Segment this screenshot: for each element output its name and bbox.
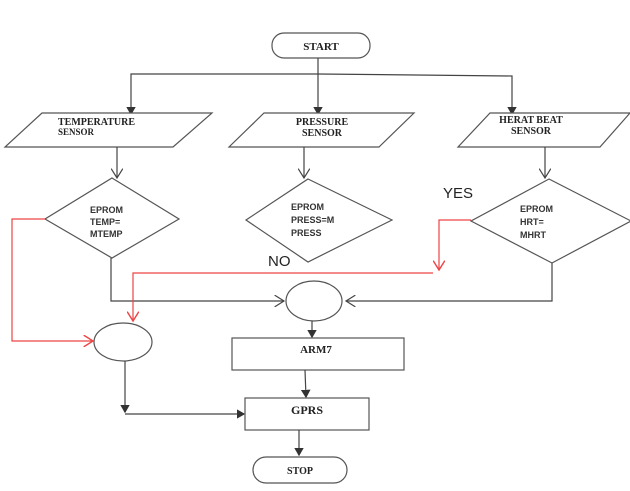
pressure-sensor-line1: PRESSURE bbox=[296, 117, 349, 128]
junction-circle-center bbox=[285, 280, 343, 322]
temperature-sensor-input: TEMPERATURE SENSOR bbox=[3, 112, 214, 148]
temperature-decision: EPROM TEMP= MTEMP bbox=[43, 177, 181, 259]
arm7-process: ARM7 bbox=[231, 337, 405, 371]
no-label: NO bbox=[268, 253, 291, 270]
heart-beat-sensor-line1: HERAT BEAT bbox=[499, 115, 563, 126]
heart-beat-decision: EPROM HRT= MHRT bbox=[469, 178, 630, 264]
stop-terminal: STOP bbox=[252, 456, 348, 484]
gprs-label: GPRS bbox=[291, 403, 323, 417]
heart-beat-decision-line3: MHRT bbox=[520, 230, 546, 240]
connector-to-temp bbox=[126, 73, 318, 116]
pressure-decision: EPROM PRESS=M PRESS bbox=[244, 178, 394, 263]
temperature-sensor-line1: TEMPERATURE bbox=[58, 117, 135, 128]
heart-beat-decision-line1: EPROM bbox=[520, 204, 553, 214]
arm7-label: ARM7 bbox=[300, 344, 332, 356]
heart-beat-sensor-line2: SENSOR bbox=[511, 126, 552, 137]
connector-temp-decision-to-junction bbox=[110, 258, 284, 301]
connector-to-heart bbox=[317, 73, 517, 116]
temperature-decision-line3: MTEMP bbox=[90, 229, 123, 239]
junction-circle-left bbox=[93, 322, 153, 362]
pressure-sensor-line2: SENSOR bbox=[302, 128, 343, 139]
heart-beat-sensor-input: HERAT BEAT SENSOR bbox=[456, 112, 630, 148]
red-connector-pressure-to-left-junction bbox=[133, 272, 433, 321]
temperature-sensor-line2: SENSOR bbox=[58, 127, 95, 137]
heart-beat-decision-line2: HRT= bbox=[520, 217, 544, 227]
stop-label: STOP bbox=[287, 466, 313, 477]
temperature-decision-line1: EPROM bbox=[90, 205, 123, 215]
pressure-sensor-input: PRESSURE SENSOR bbox=[227, 112, 416, 148]
gprs-process: GPRS bbox=[244, 397, 370, 431]
pressure-decision-line3: PRESS bbox=[291, 228, 322, 238]
red-connector-temp-to-left-junction bbox=[11, 218, 93, 341]
connector-arm7-to-gprs bbox=[300, 369, 311, 399]
yes-label: YES bbox=[443, 185, 473, 202]
temperature-decision-line2: TEMP= bbox=[90, 217, 120, 227]
pressure-decision-line2: PRESS=M bbox=[291, 215, 334, 225]
start-label: START bbox=[303, 41, 339, 53]
pressure-decision-line1: EPROM bbox=[291, 202, 324, 212]
connector-heart-decision-to-junction bbox=[346, 263, 553, 301]
start-terminal: START bbox=[271, 32, 371, 59]
red-connector-heart-yes bbox=[439, 219, 471, 270]
